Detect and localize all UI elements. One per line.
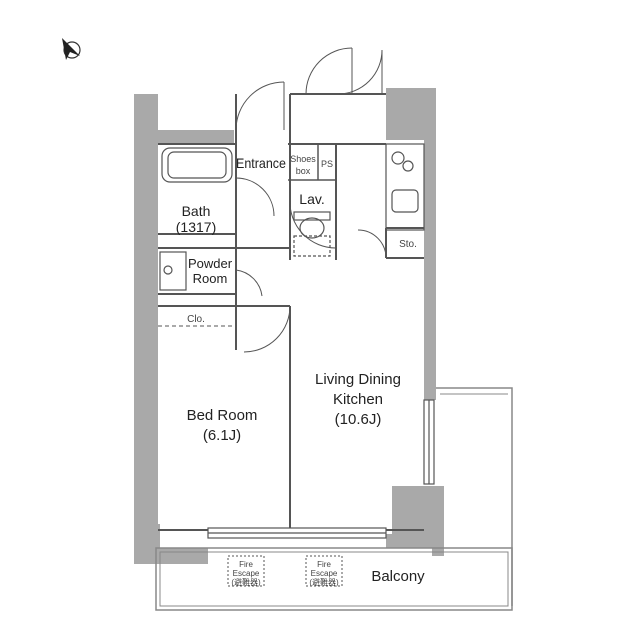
entrance-label: Entrance <box>236 155 286 171</box>
closet-label: Clo. <box>187 314 205 325</box>
fire-escape-1 <box>227 555 265 587</box>
bath-size-label: (1317) <box>176 219 216 235</box>
living-dining-kitchen-label-2: Kitchen <box>333 391 383 408</box>
bed-room-label: Bed Room <box>187 407 258 424</box>
fire-escape-2-label-2: Escape <box>311 569 338 578</box>
storage-label: Sto. <box>399 239 417 250</box>
fire-escape-1-label-3: (避難器) <box>231 577 261 587</box>
powder-room-label: Powder <box>188 256 233 271</box>
ps-label: PS <box>321 159 333 169</box>
fire-escape-2-label-3: (避難器) <box>309 577 339 587</box>
bathtub <box>161 147 233 183</box>
lav-label: Lav. <box>299 191 324 207</box>
closet-dividers <box>288 144 336 181</box>
windows <box>207 399 435 539</box>
balcony-label: Balcony <box>371 568 425 585</box>
bed-room-size: (6.1J) <box>203 427 241 444</box>
fire-escape-1-label-2: Escape <box>233 569 260 578</box>
fire-escape-2 <box>305 555 343 587</box>
washbasin <box>159 251 187 291</box>
balcony <box>155 387 513 611</box>
fire-escape-2-label: Fire <box>317 560 331 569</box>
toilet <box>293 211 331 257</box>
fire-escape-1-label: Fire <box>239 560 253 569</box>
kitchen-counter <box>385 143 425 231</box>
bath-label: Bath <box>182 203 211 219</box>
living-dining-kitchen-label: Living Dining <box>315 371 401 388</box>
living-dining-kitchen-size: (10.6J) <box>335 411 382 428</box>
shoes-box-label-2: box <box>296 166 311 176</box>
shoes-box-label: Shoes <box>290 154 316 164</box>
north-arrow-icon <box>62 38 81 60</box>
powder-room-label-2: Room <box>193 271 228 286</box>
entrance-door <box>235 47 383 131</box>
